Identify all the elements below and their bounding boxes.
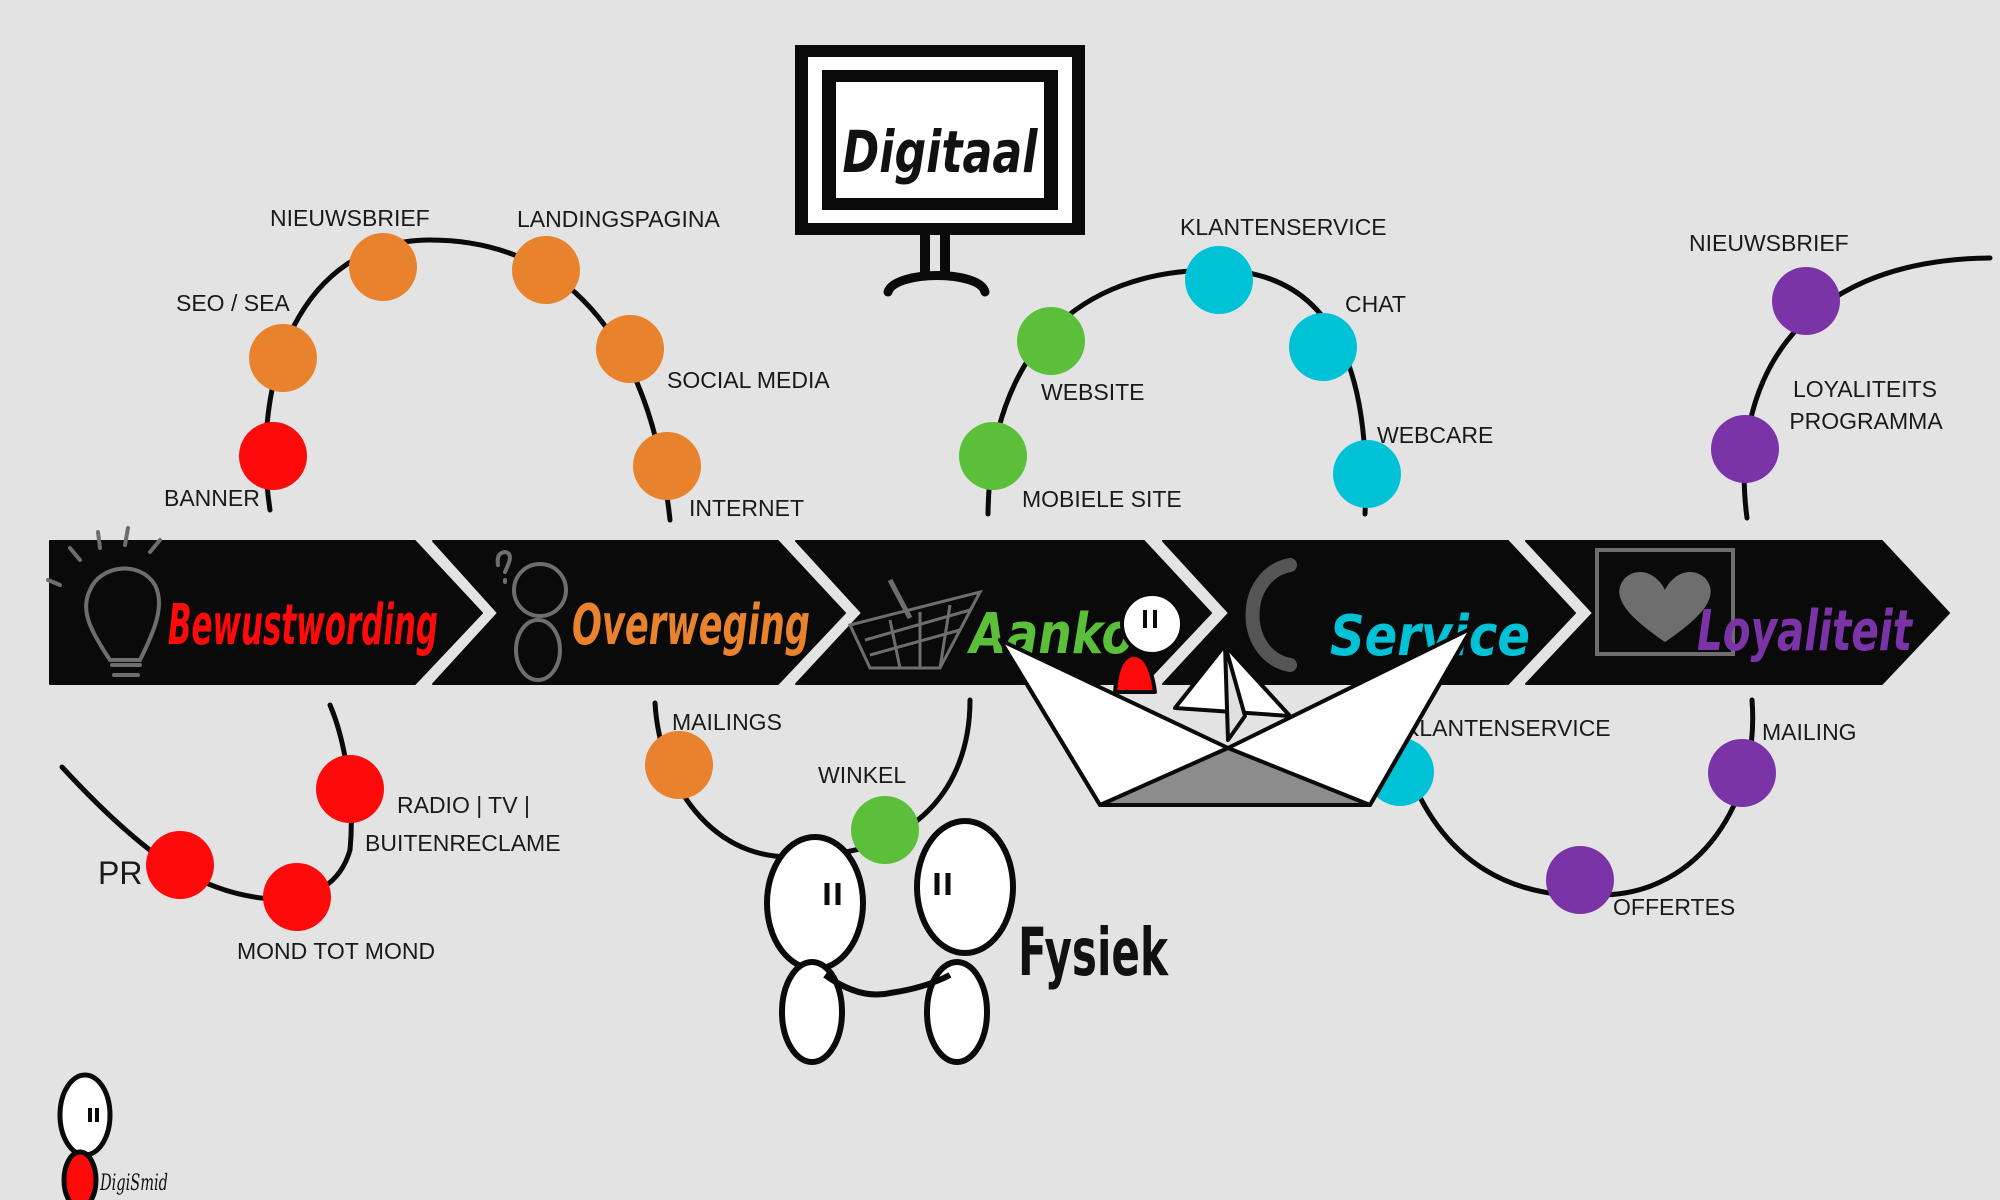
label-loyaliteits: LOYALITEITS <box>1793 376 1937 402</box>
lightbulb-icon <box>46 526 162 677</box>
dot-landingspagina <box>512 236 580 304</box>
dot-nieuwsbrief <box>349 233 417 301</box>
label-banner: BANNER <box>164 485 260 511</box>
dot-klantenservice-digital <box>1185 246 1253 314</box>
phone-icon <box>1245 558 1297 672</box>
dot-winkel <box>851 796 919 864</box>
label-pr: PR <box>98 855 142 891</box>
arrow-overweging <box>432 540 846 685</box>
thinking-person-icon <box>495 549 568 682</box>
dot-pr <box>146 831 214 899</box>
label-landingspagina: LANDINGSPAGINA <box>517 206 720 232</box>
label-social-media: SOCIAL MEDIA <box>667 367 830 393</box>
label-radio-tv: RADIO | TV | <box>397 792 530 818</box>
dot-radio-tv <box>316 755 384 823</box>
label-winkel: WINKEL <box>818 762 906 788</box>
label-nieuwsbrief-loyaliteit: NIEUWSBRIEF <box>1689 230 1849 256</box>
label-programma: PROGRAMMA <box>1789 408 1943 434</box>
dot-mobiele-site <box>959 422 1027 490</box>
dot-nieuwsbrief-loyaliteit <box>1772 267 1840 335</box>
paper-boat-icon <box>998 592 1474 807</box>
label-buitenreclame: BUITENRECLAME <box>365 830 561 856</box>
fysiek-title: Fysiek <box>1018 914 1169 991</box>
digismid-logo: DigiSmid <box>57 1072 168 1200</box>
dot-website <box>1017 307 1085 375</box>
stage-loyaliteit: Loyaliteit <box>1697 599 1914 664</box>
label-mailings: MAILINGS <box>672 709 782 735</box>
label-internet: INTERNET <box>689 495 804 521</box>
dot-social-media <box>596 315 664 383</box>
dot-chat <box>1289 313 1357 381</box>
label-mailing: MAILING <box>1762 719 1857 745</box>
touchpoint-dots <box>146 233 1840 931</box>
dot-webcare <box>1333 440 1401 508</box>
label-nieuwsbrief: NIEUWSBRIEF <box>270 205 430 231</box>
stage-overweging: Overweging <box>572 593 810 658</box>
label-klantenservice: KLANTENSERVICE <box>1180 214 1387 240</box>
heart-frame-icon <box>1595 548 1735 656</box>
digitaal-title: Digitaal <box>843 118 1039 186</box>
label-webcare: WEBCARE <box>1377 422 1493 448</box>
dot-internet <box>633 432 701 500</box>
label-mond-tot-mond: MOND TOT MOND <box>237 938 435 964</box>
dot-loyaliteitsprogramma <box>1711 415 1779 483</box>
dot-mailing <box>1708 739 1776 807</box>
label-chat: CHAT <box>1345 291 1406 317</box>
dot-seo-sea <box>249 324 317 392</box>
label-seo-sea: SEO / SEA <box>176 290 290 316</box>
physical-labels: PR MOND TOT MOND RADIO | TV | BUITENRECL… <box>98 709 1857 964</box>
handshake-figures <box>764 818 1016 1065</box>
dot-banner <box>239 422 307 490</box>
dot-mailings <box>645 731 713 799</box>
shopping-basket-icon <box>847 578 983 670</box>
dot-offertes <box>1546 846 1614 914</box>
label-offertes: OFFERTES <box>1613 894 1735 920</box>
label-klantenservice-physical: KLANTENSERVICE <box>1404 715 1611 741</box>
monitor-icon <box>795 45 1085 297</box>
dot-mond-tot-mond <box>263 863 331 931</box>
digital-labels: BANNER SEO / SEA NIEUWSBRIEF LANDINGSPAG… <box>164 205 1943 521</box>
arrow-bewustwording <box>49 540 483 685</box>
stage-bewustwording: Bewustwording <box>168 593 438 658</box>
label-mobiele-site: MOBIELE SITE <box>1022 486 1182 512</box>
signature: DigiSmid <box>99 1171 168 1196</box>
label-website: WEBSITE <box>1041 379 1145 405</box>
